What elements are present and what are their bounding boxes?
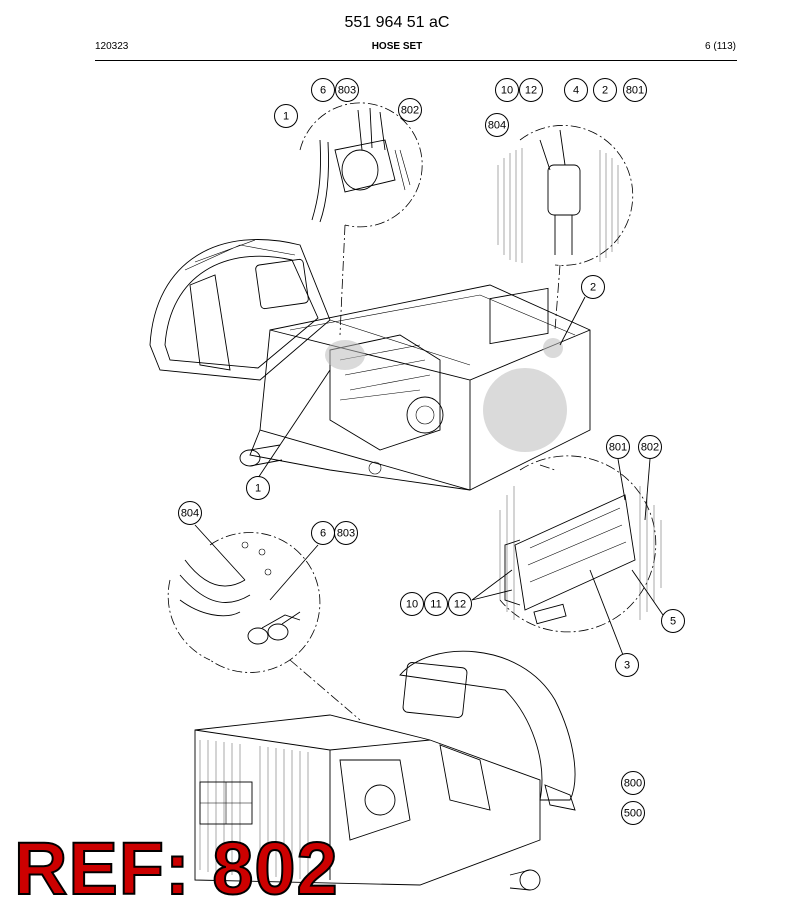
main-machine-upper — [149, 239, 591, 491]
callout-circle — [485, 113, 509, 137]
callout-text: 804 — [488, 120, 506, 132]
callout-text: 6 — [320, 528, 326, 540]
callout-circle — [564, 78, 588, 102]
callout-circle — [274, 104, 298, 128]
callout-text: 1 — [283, 111, 289, 123]
callout-12: 12 — [519, 78, 543, 102]
callout-2: 2 — [581, 275, 605, 299]
callout-circle — [621, 801, 645, 825]
callout-text: 800 — [624, 778, 642, 790]
callout-text: 2 — [590, 282, 596, 294]
callout-circle — [581, 275, 605, 299]
callout-text: 801 — [626, 85, 644, 97]
header-divider — [95, 60, 737, 61]
callout-circle — [615, 653, 639, 677]
callout-text: 5 — [670, 616, 676, 628]
detail-view-engine-hose — [299, 102, 423, 336]
callout-text: 11 — [430, 599, 441, 611]
callout-500: 500 — [621, 801, 645, 825]
detail-view-condenser — [471, 455, 664, 656]
callout-4: 4 — [564, 78, 588, 102]
callout-text: 6 — [320, 85, 326, 97]
callout-2: 2 — [593, 78, 617, 102]
reference-label: REF: 802 — [13, 827, 339, 903]
callout-6: 6 — [311, 521, 335, 545]
callout-801: 801 — [623, 78, 647, 102]
callout-circle — [178, 501, 202, 525]
document-number: 551 964 51 aC — [344, 14, 450, 31]
callout-801: 801 — [606, 435, 630, 459]
callout-labels: 6 803 802 1 10 12 4 2 801 804 2 801 802 1 804 6 803 10 11 1… — [178, 78, 685, 825]
callout-circle — [424, 592, 448, 616]
callout-text: 801 — [609, 442, 627, 454]
callout-circle — [606, 435, 630, 459]
callout-circle — [519, 78, 543, 102]
callout-circle — [593, 78, 617, 102]
callout-6: 6 — [311, 78, 335, 102]
callout-802: 802 — [638, 435, 662, 459]
callout-circle — [335, 78, 359, 102]
callout-text: 804 — [181, 508, 199, 520]
callout-10: 10 — [400, 592, 424, 616]
callout-text: 10 — [501, 85, 513, 97]
callout-circle — [400, 592, 424, 616]
callout-1: 1 — [246, 476, 270, 500]
callout-text: 10 — [406, 599, 418, 611]
callout-1: 1 — [274, 104, 298, 128]
callout-text: 12 — [525, 85, 537, 97]
callout-804: 804 — [485, 113, 509, 137]
callout-803: 803 — [335, 78, 359, 102]
main-machine-lower — [194, 650, 576, 891]
callout-circle — [623, 78, 647, 102]
callout-text: 500 — [624, 808, 642, 820]
callout-803: 803 — [334, 521, 358, 545]
callout-circle — [311, 78, 335, 102]
callout-circle — [398, 98, 422, 122]
callout-text: 12 — [454, 599, 466, 611]
page-number: 6 (113) — [705, 41, 736, 52]
callout-circle — [334, 521, 358, 545]
detail-view-receiver-dryer — [497, 125, 634, 331]
callout-800: 800 — [621, 771, 645, 795]
callout-text: 803 — [338, 85, 356, 97]
callout-circle — [621, 771, 645, 795]
callout-text: 802 — [641, 442, 659, 454]
callout-circle — [495, 78, 519, 102]
page-title: HOSE SET — [371, 41, 423, 52]
callout-text: 2 — [602, 85, 608, 97]
callout-3: 3 — [615, 653, 639, 677]
callout-10: 10 — [495, 78, 519, 102]
callout-text: 802 — [401, 105, 419, 117]
callout-804: 804 — [178, 501, 202, 525]
callout-text: 803 — [337, 528, 355, 540]
callout-5: 5 — [661, 609, 685, 633]
callout-circle — [661, 609, 685, 633]
document-code: 120323 — [95, 41, 129, 52]
callout-text: 3 — [624, 660, 630, 672]
callout-text: 1 — [255, 483, 261, 495]
callout-11: 11 — [424, 592, 448, 616]
detail-view-exhaust-hose — [167, 524, 361, 721]
callout-circle — [246, 476, 270, 500]
callout-text: 4 — [573, 85, 579, 97]
callout-circle — [448, 592, 472, 616]
callout-802: 802 — [398, 98, 422, 122]
callout-circle — [638, 435, 662, 459]
callout-12: 12 — [448, 592, 472, 616]
